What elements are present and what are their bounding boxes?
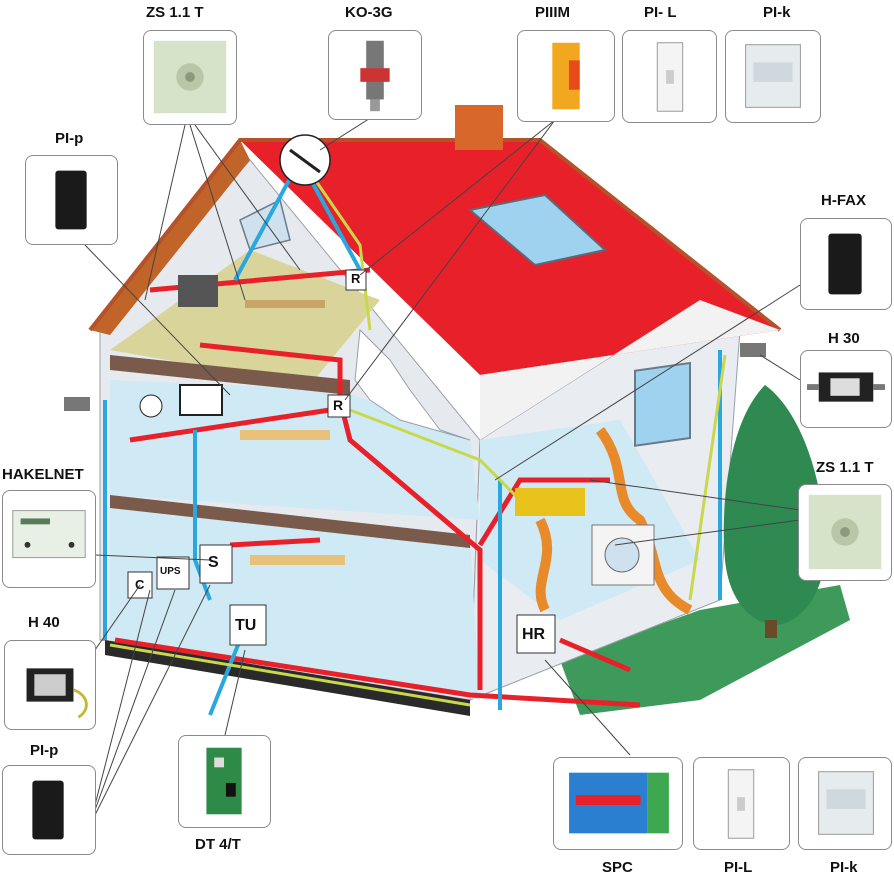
- label-pil-bottom: PI-L: [724, 859, 753, 876]
- product-box-ko3g: [328, 30, 422, 120]
- product-box-pik-top: [725, 30, 821, 123]
- product-box-pil-bottom: [693, 757, 790, 850]
- label-pil-top: PI- L: [644, 4, 677, 21]
- washer-door: [604, 537, 640, 573]
- device-label-tu: TU: [235, 617, 257, 634]
- slab-1: [110, 355, 350, 395]
- camera-right: [740, 343, 766, 357]
- tree-trunk: [765, 620, 777, 638]
- attic-tv: [178, 275, 218, 307]
- device-label-s: S: [208, 554, 219, 571]
- product-box-h40: [4, 640, 96, 730]
- device-box-s: [199, 544, 233, 584]
- clock: [139, 394, 163, 418]
- device-box-tu: [229, 604, 267, 646]
- device-box-ups: [156, 556, 190, 590]
- label-pip-bottom: PI-p: [30, 742, 59, 759]
- product-box-dt4t: [178, 735, 271, 828]
- product-box-pik-bottom: [798, 757, 892, 850]
- product-box-zs-right: [798, 484, 892, 581]
- roof: [240, 140, 780, 375]
- label-zs-top: ZS 1.1 T: [146, 4, 204, 21]
- ground-desk: [250, 555, 345, 565]
- fissure: [535, 427, 693, 615]
- chimney: [455, 105, 503, 150]
- label-zs-right: ZS 1.1 T: [816, 459, 874, 476]
- floor-attic: [110, 250, 380, 385]
- device-label-r-top: R: [351, 271, 361, 286]
- product-box-pip-top: [25, 155, 118, 245]
- device-box-r-mid: [327, 394, 351, 418]
- signal-cables: [109, 164, 727, 707]
- antenna-mast: [289, 148, 321, 174]
- product-box-zs-top: [143, 30, 237, 125]
- product-box-hfax: [800, 218, 892, 310]
- label-pik-bottom: PI-k: [830, 859, 858, 876]
- device-box-hr: [516, 614, 556, 654]
- device-label-ups: UPS: [160, 566, 181, 577]
- label-pip-top: PI-p: [55, 130, 84, 147]
- product-box-pil-top: [622, 30, 717, 123]
- camera-left: [64, 397, 90, 411]
- device-label-r-mid: R: [333, 397, 344, 413]
- label-ko3g: KO-3G: [345, 4, 393, 21]
- wall-crack: [354, 328, 471, 441]
- label-h30: H 30: [828, 330, 860, 347]
- product-box-h30: [800, 350, 892, 428]
- label-spc: SPC: [602, 859, 633, 876]
- slab-2: [110, 495, 470, 548]
- label-dt4t: DT 4/T: [195, 836, 241, 853]
- label-pik-top: PI-k: [763, 4, 791, 21]
- side-window: [634, 361, 691, 447]
- office-desk: [240, 430, 330, 440]
- label-hfax: H-FAX: [821, 192, 866, 209]
- leader-lines: [84, 114, 801, 816]
- label-piiim: PIIIM: [535, 4, 571, 21]
- device-label-c: C: [135, 577, 145, 592]
- device-box-r-top: [345, 269, 367, 291]
- product-box-pip-bottom: [2, 765, 96, 855]
- product-box-hakelnet: [2, 490, 96, 588]
- skylight: [467, 193, 608, 267]
- label-hakelnet: HAKELNET: [2, 466, 84, 483]
- attic-desk: [245, 300, 325, 308]
- product-box-piiim: [517, 30, 615, 122]
- label-h40: H 40: [28, 614, 60, 631]
- wall-monitor: [179, 384, 223, 416]
- device-label-hr: HR: [522, 626, 546, 643]
- roof-underside: [480, 300, 780, 440]
- kitchen-counter: [515, 488, 585, 516]
- product-box-spc: [553, 757, 683, 850]
- roof-rim: [88, 138, 782, 332]
